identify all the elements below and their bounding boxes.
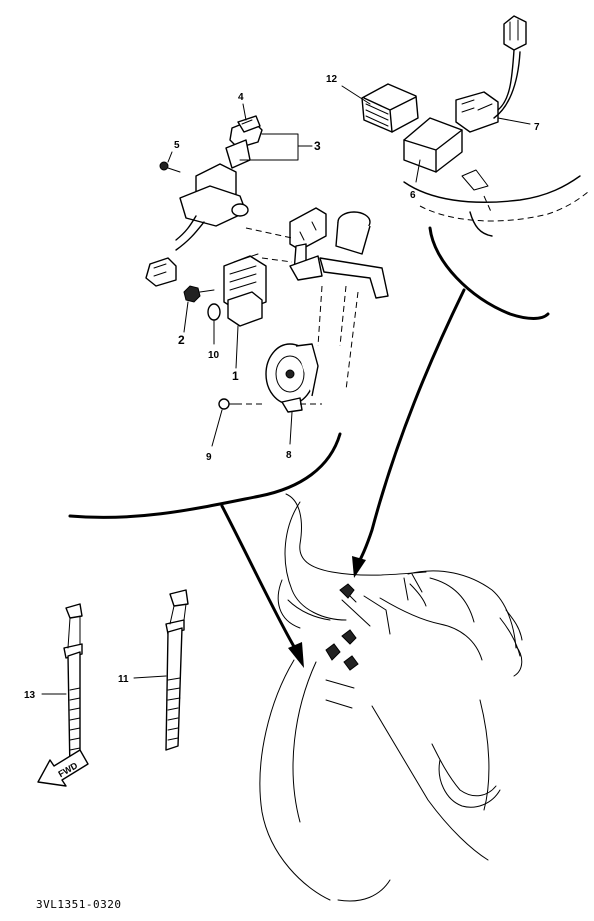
screw-9 [218, 398, 241, 410]
bracket [289, 207, 389, 299]
leader-8 [289, 411, 293, 445]
pointer-arrow-right [352, 288, 466, 578]
leader-4 [242, 103, 247, 121]
leader-11 [133, 675, 167, 679]
drawing-code: 3VL1351-0320 [36, 898, 121, 911]
relay-6 [403, 117, 463, 173]
callout-1: 1 [232, 369, 239, 383]
cable-band-13 [63, 603, 83, 773]
leader-12 [341, 85, 371, 105]
callout-11: 11 [118, 674, 129, 685]
rectifier-1 [223, 253, 267, 327]
collar-10 [207, 303, 221, 321]
leader-9 [211, 409, 223, 447]
scooter-body [259, 493, 523, 902]
cable-band-11 [165, 589, 189, 751]
screw-5 [159, 151, 181, 173]
frame-section-top [403, 169, 589, 320]
callout-2: 2 [178, 333, 185, 347]
pointer-arrow-left [220, 504, 304, 668]
bolt-2 [183, 285, 215, 303]
horn-8 [265, 343, 319, 413]
callout-12: 12 [326, 74, 338, 85]
callout-8: 8 [286, 450, 292, 461]
relay-12 [361, 83, 419, 133]
leader-1 [235, 325, 239, 369]
callout-9: 9 [206, 452, 212, 463]
callout-5: 5 [174, 140, 180, 151]
dashed-guides [236, 227, 359, 405]
callout-3: 3 [314, 139, 321, 153]
callout-10: 10 [208, 350, 220, 361]
main-switch-3 [145, 115, 263, 287]
leader-6 [415, 159, 421, 183]
callout-6: 6 [410, 190, 416, 201]
group-bracket-line [68, 432, 342, 519]
fwd-arrow-icon: FWD [37, 749, 89, 787]
leader-2 [183, 301, 189, 333]
callout-7: 7 [534, 122, 540, 133]
callout-13: 13 [24, 690, 36, 701]
leader-group-3 [239, 133, 313, 161]
connector-7 [455, 15, 527, 133]
callout-4: 4 [238, 92, 244, 103]
leader-7 [497, 117, 531, 125]
